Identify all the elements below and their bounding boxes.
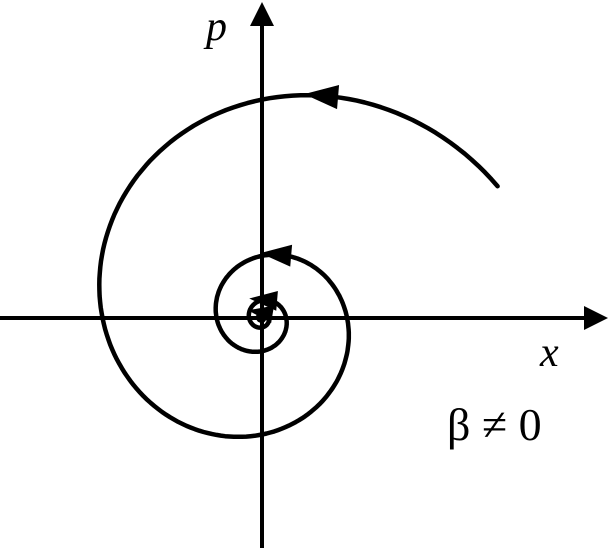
trajectory-direction-arrows	[248, 84, 340, 324]
x-axis-arrowhead	[584, 306, 608, 330]
beta-condition-label: β ≠ 0	[447, 399, 542, 450]
trajectory-arrowhead	[248, 305, 275, 324]
x-axis-label: x	[539, 330, 559, 376]
trajectory-arrowhead	[249, 290, 278, 311]
trajectory-arrowhead	[304, 84, 340, 110]
p-axis-label: p	[203, 4, 227, 50]
p-axis-arrowhead	[250, 2, 274, 26]
trajectory-arrowhead	[260, 244, 293, 267]
spiral-trajectory	[97, 92, 500, 440]
